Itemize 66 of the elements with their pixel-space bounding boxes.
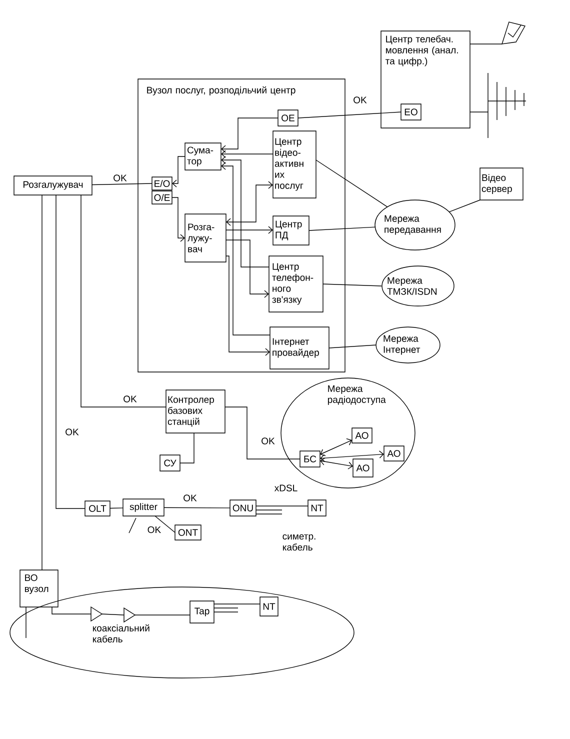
process-box: Інтернет провайдер: [270, 326, 330, 370]
arrow: [226, 240, 269, 298]
process-box: Центр телефон-ного зв'язку: [268, 256, 324, 312]
process-box: NT: [308, 500, 326, 516]
edge-label: OK: [182, 494, 198, 502]
arrow: [221, 156, 270, 268]
connector-line: [322, 284, 382, 286]
arrow: [320, 438, 352, 456]
process-box: Tap: [190, 600, 214, 624]
connector-line: [328, 344, 376, 348]
dish-antenna-drawing: [502, 22, 526, 44]
converter-box: EO: [400, 104, 422, 120]
connector-line: [110, 508, 124, 509]
arrow: [226, 256, 270, 356]
edge-label: OK: [112, 174, 128, 182]
process-box: Центр відео-активн их послуг: [272, 130, 316, 198]
process-box: splitter: [122, 498, 164, 516]
connector-line: [56, 194, 86, 509]
connector-line: [448, 200, 480, 212]
edge-label: OK: [122, 394, 138, 404]
cable-label: OK: [148, 526, 161, 534]
connector-line: [134, 614, 190, 616]
connector-line: [154, 516, 176, 533]
arrow: [221, 150, 274, 158]
arrow: [172, 156, 186, 188]
edge-label: OK: [260, 436, 276, 446]
connector-line: [308, 226, 376, 231]
process-box: Центр ПД: [272, 216, 310, 246]
connector-line: [180, 432, 194, 464]
process-box: ONT: [174, 524, 202, 540]
arrow: [172, 197, 185, 242]
arrow: [221, 118, 278, 153]
process-box: Контролер базових станцій: [166, 390, 226, 434]
edge-label: OK: [352, 96, 368, 104]
terminal-box: АО: [352, 428, 372, 444]
arrow: [320, 450, 384, 462]
process-box: Розгалужувач: [14, 176, 92, 196]
converter-box: OE: [278, 110, 298, 126]
connector-line: [52, 606, 92, 614]
process-box: Сума-тор: [184, 142, 222, 170]
converter-box: E/O: [152, 176, 172, 190]
connector-line: [92, 183, 152, 186]
arrow: [226, 226, 273, 234]
process-box: NT: [260, 596, 278, 616]
process-box: СУ: [160, 454, 180, 472]
arrow: [320, 458, 353, 470]
process-box: OLT: [84, 500, 110, 516]
edge-label: OK: [64, 428, 80, 436]
cable-label: симетр. кабель: [282, 534, 316, 551]
arrow: [221, 162, 270, 336]
connector-line: [102, 614, 124, 616]
connector-line: [224, 406, 300, 460]
process-box: ВО вузол: [20, 570, 58, 608]
connector-line: [316, 160, 388, 208]
process-box: ONU: [230, 500, 256, 516]
converter-box: O/E: [152, 190, 172, 204]
terminal-box: АО: [352, 458, 374, 478]
terminal-box: АО: [384, 446, 404, 462]
antenna-drawing: [488, 72, 526, 138]
process-box: Відео сервер: [480, 168, 524, 200]
connector-line: [80, 194, 166, 408]
station-box: БС: [300, 450, 320, 468]
connector-line: [164, 507, 230, 508]
connector-line: [298, 112, 402, 118]
process-box: Розга-лужу-вач: [184, 214, 226, 262]
arrow: [226, 181, 273, 226]
